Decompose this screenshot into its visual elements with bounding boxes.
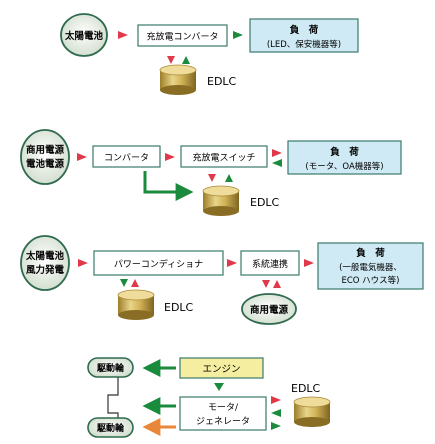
row1-source-label: 太陽電池	[65, 30, 104, 42]
row3-conditioner-label: パワーコンディショナ	[114, 258, 203, 270]
arrow-right-icon	[118, 31, 128, 39]
arrow-right-icon	[272, 149, 282, 157]
row2-source-line2: 電池電源	[26, 158, 65, 170]
row2-load-title: 負 荷	[330, 146, 359, 158]
arrow-right-icon	[271, 422, 281, 430]
arrow-left-icon	[272, 159, 282, 167]
arrow-down-icon	[262, 280, 270, 288]
arrow-up-icon	[273, 280, 281, 288]
arrow-down-icon	[120, 279, 128, 287]
row1-source-solar-cell: 太陽電池	[60, 13, 108, 57]
row1-edlc-capacitor-icon	[159, 64, 197, 95]
row2-converter-box: コンバータ	[92, 145, 161, 168]
row4-motor-line1: モータ/	[208, 402, 239, 413]
row3-grid-tie-box: 系統連携	[240, 250, 300, 276]
arrow-down-icon	[214, 383, 224, 391]
arrow-right-icon	[227, 259, 237, 267]
arrow-right-icon	[304, 259, 314, 267]
row4-motor-line2: ジェネレータ	[196, 416, 250, 427]
row2-converter-label: コンバータ	[104, 153, 149, 164]
row2-switch-label: 充放電スイッチ	[192, 152, 255, 164]
row2-load-box: 負 荷 (モータ、OA機器等)	[287, 140, 402, 175]
row1-load-title: 負 荷	[290, 24, 319, 36]
row4-motor-generator-box: モータ/ ジェネレータ	[179, 396, 267, 431]
row4-storage-label: EDLC	[291, 382, 321, 395]
row3-renewable-system: 太陽電池 風力発電 パワーコンディショナ 系統連携 負 荷 (一般電気機器、 E…	[20, 235, 424, 325]
row4-hybrid-vehicle-system: 駆動輪 駆動輪 エンジン モータ/ ジェネレータ EDLC	[87, 357, 331, 438]
row3-source-line1: 太陽電池	[26, 250, 65, 262]
row1-load-detail: (LED、保安機器等)	[267, 39, 341, 50]
row4-engine-box: エンジン	[179, 357, 264, 379]
arrow-down-icon	[167, 56, 175, 64]
drive-axle-line	[107, 369, 119, 422]
row2-switch-box: 充放電スイッチ	[180, 145, 268, 168]
row2-source-commercial-battery: 商用電源 電池電源	[20, 129, 70, 185]
row3-edlc-capacitor-icon	[117, 289, 155, 320]
arrow-right-icon	[271, 396, 281, 404]
row3-grid-commercial-power: 商用電源	[241, 293, 297, 325]
row2-load-detail: (モータ、OA機器等)	[305, 161, 383, 172]
row2-edlc-capacitor-icon	[202, 185, 240, 216]
arrow-right-icon	[77, 153, 87, 161]
row4-wheel-top: 駆動輪	[87, 357, 134, 378]
row4-wheel-top-label: 駆動輪	[96, 362, 125, 374]
row2-source-line1: 商用電源	[26, 144, 65, 156]
row1-load-box: 負 荷 (LED、保安機器等)	[249, 18, 359, 53]
arrow-right-icon	[78, 259, 88, 267]
row4-wheel-bottom-label: 駆動輪	[96, 422, 125, 434]
row4-wheel-bottom: 駆動輪	[87, 417, 134, 438]
row3-storage-label: EDLC	[164, 301, 194, 314]
row4-edlc-capacitor-icon	[293, 396, 331, 427]
arrow-right-icon	[233, 31, 243, 39]
row3-grid-tie-label: 系統連携	[252, 258, 288, 270]
row3-source-line2: 風力発電	[26, 264, 65, 276]
row3-load-box: 負 荷 (一般電気機器、 ECO ハウス等)	[317, 242, 424, 290]
row4-engine-label: エンジン	[202, 364, 240, 375]
row1-storage-label: EDLC	[207, 75, 237, 88]
arrow-up-icon	[182, 56, 190, 64]
row3-load-detail2: ECO ハウス等)	[341, 275, 399, 286]
arrow-down-icon	[208, 174, 216, 182]
row2-storage-label: EDLC	[250, 196, 280, 209]
arrow-up-icon	[131, 279, 139, 287]
row3-source-solar-wind: 太陽電池 風力発電	[20, 235, 70, 291]
row2-commercial-system: 商用電源 電池電源 コンバータ 充放電スイッチ 負 荷 (モータ、OA機器等) …	[20, 129, 402, 216]
row1-solar-system: 太陽電池 充放電コンバータ 負 荷 (LED、保安機器等) EDLC	[60, 13, 359, 95]
arrow-left-icon	[271, 409, 281, 417]
row1-converter-box: 充放電コンバータ	[137, 24, 228, 47]
row3-grid-label: 商用電源	[250, 304, 289, 316]
row3-load-detail1: (一般電気機器、	[339, 262, 402, 273]
row1-converter-label: 充放電コンバータ	[146, 31, 218, 43]
bypass-arrow	[143, 171, 194, 201]
arrow-right-icon	[165, 153, 175, 161]
row3-conditioner-box: パワーコンディショナ	[93, 250, 224, 276]
row3-load-title: 負 荷	[356, 247, 385, 259]
arrow-up-icon	[225, 174, 233, 182]
